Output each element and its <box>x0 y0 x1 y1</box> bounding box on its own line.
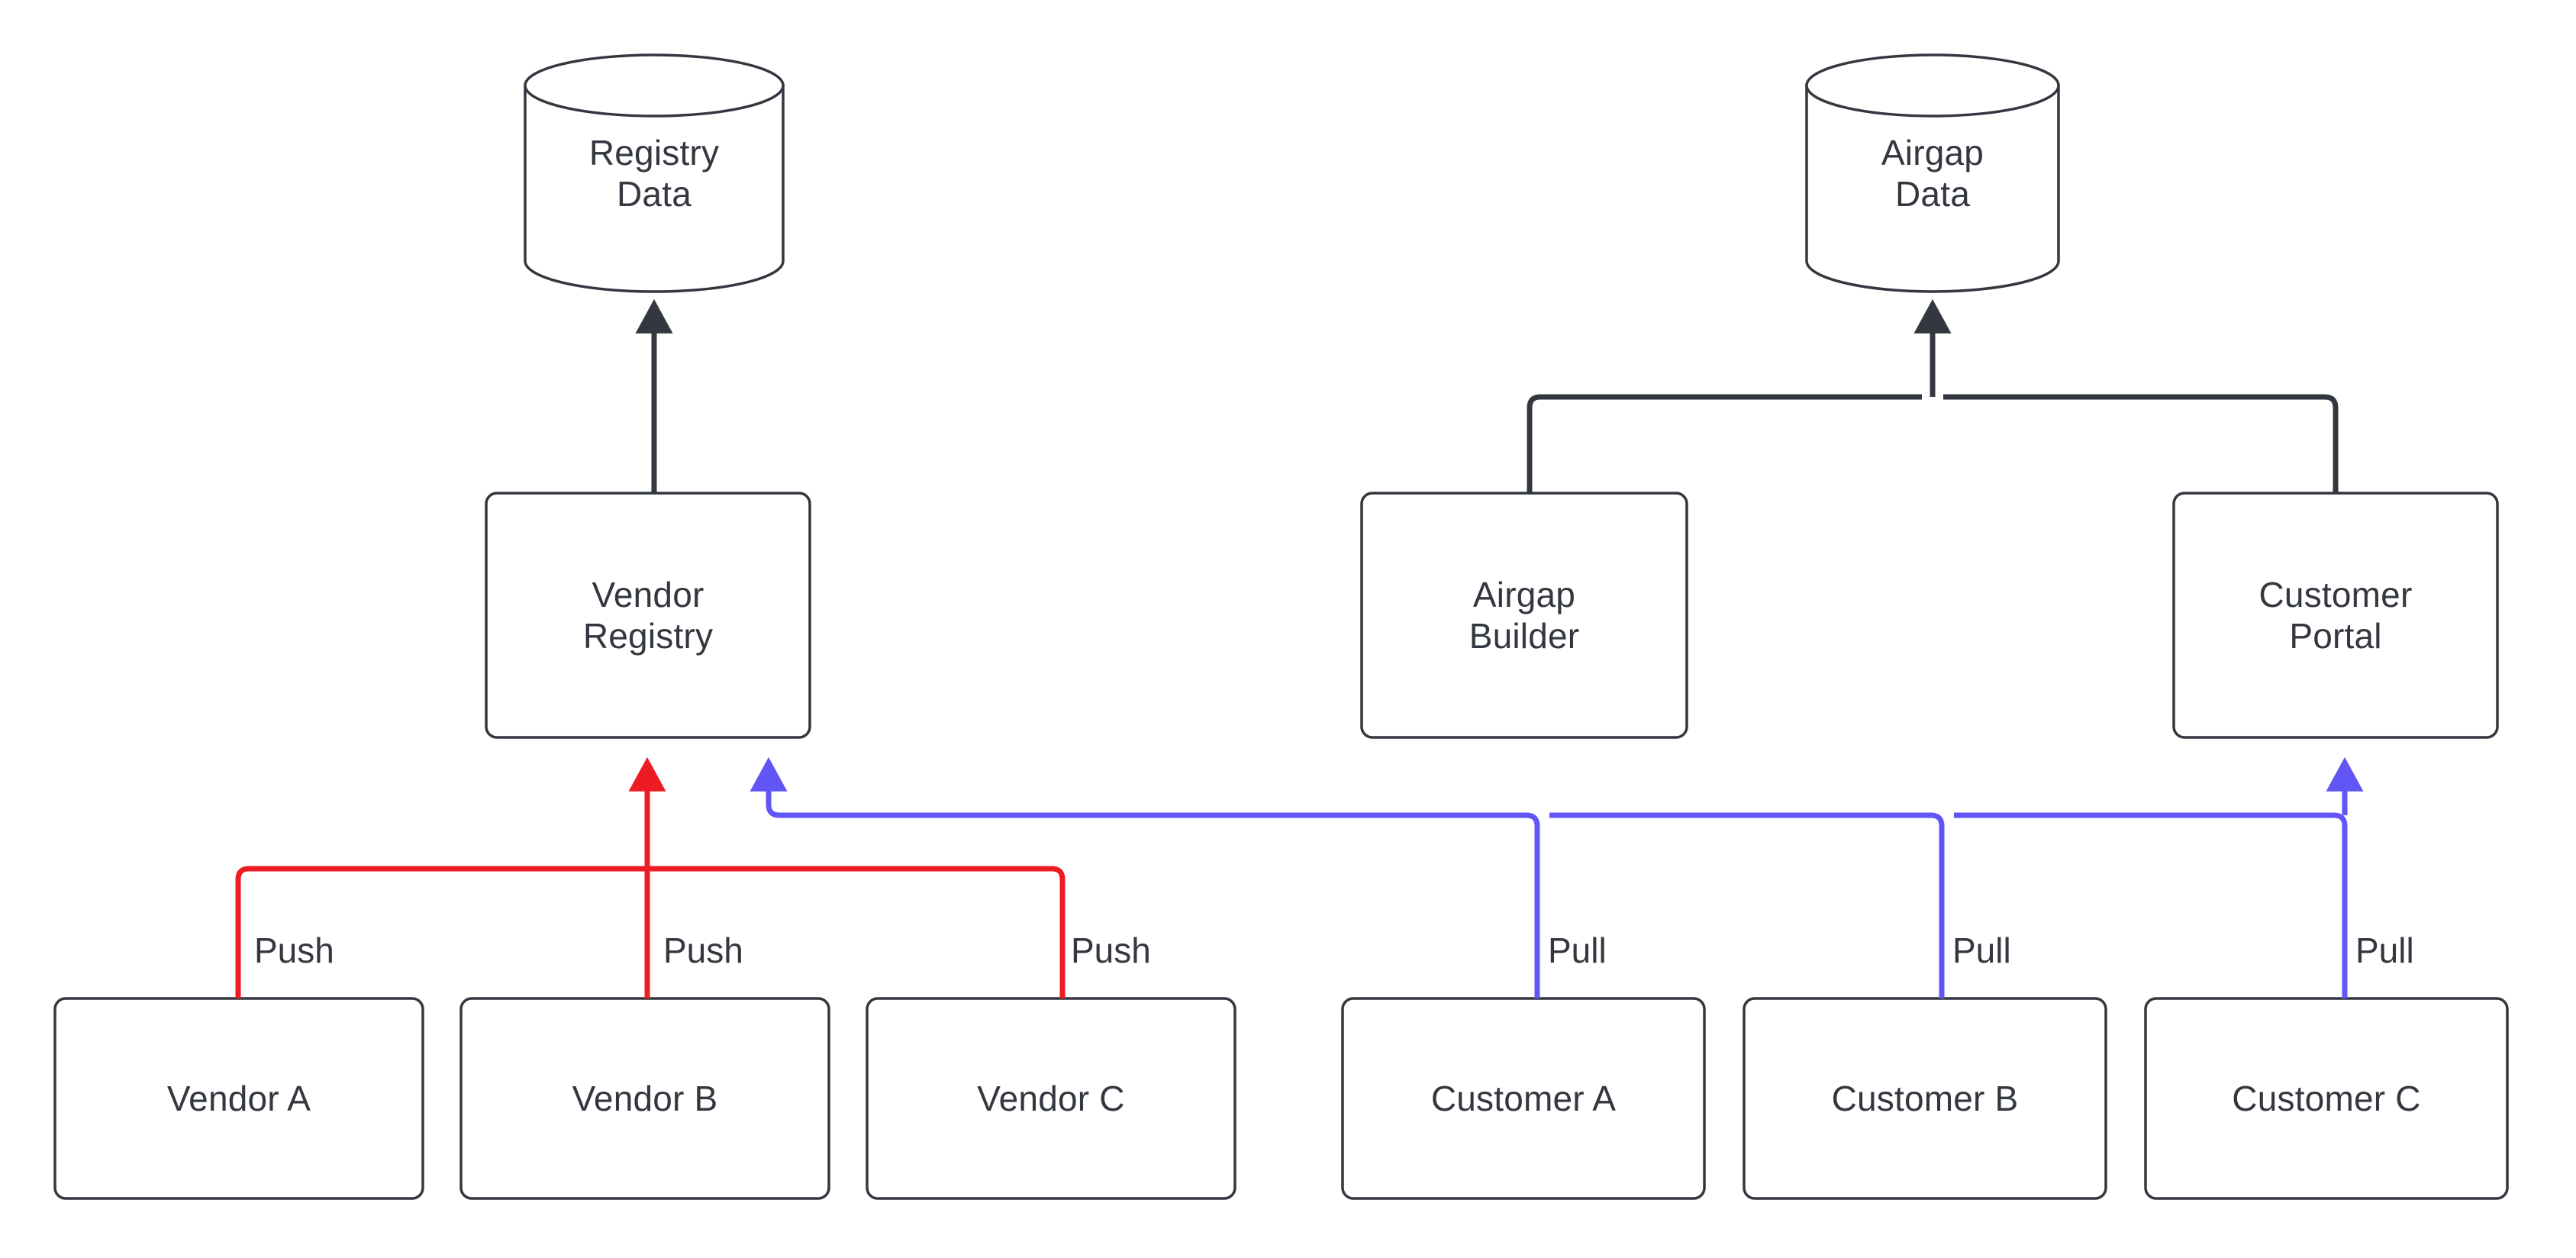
customer-portal-node[interactable] <box>2174 493 2497 737</box>
registry-data-cylinder-shape <box>524 53 785 293</box>
connector-customer-b-pull <box>1549 812 1945 998</box>
vendor-registry-box-shape <box>485 492 811 739</box>
customer-b-node[interactable] <box>1744 998 2106 1198</box>
airgap-builder-node[interactable] <box>1362 493 1687 737</box>
customer-a-box-shape <box>1341 997 1706 1200</box>
connector-customer-a-pull <box>750 756 1540 998</box>
vendor-registry-node[interactable] <box>486 493 810 737</box>
connector-vendor-c-push <box>647 866 1066 998</box>
airgap-data-cylinder-shape <box>1805 53 2060 293</box>
airgap-builder-box-shape <box>1360 492 1688 739</box>
connector-customer-c-pull <box>1954 812 2348 998</box>
customer-c-node[interactable] <box>2146 998 2507 1198</box>
customer-a-node[interactable] <box>1343 998 1704 1198</box>
connector-customer-portal-to-airgap-data <box>1943 394 2339 493</box>
vendor-c-box-shape <box>866 997 1236 1200</box>
connector-vendor-a-push <box>235 866 647 998</box>
customer-c-box-shape <box>2144 997 2509 1200</box>
customer-b-box-shape <box>1743 997 2107 1200</box>
vendor-a-node[interactable] <box>55 998 423 1198</box>
vendor-b-node[interactable] <box>461 998 829 1198</box>
vendor-c-node[interactable] <box>867 998 1235 1198</box>
registry-data-node[interactable] <box>525 55 783 292</box>
connector-airgap-builder-to-airgap-data <box>1527 394 1922 493</box>
airgap-data-node[interactable] <box>1807 55 2059 292</box>
